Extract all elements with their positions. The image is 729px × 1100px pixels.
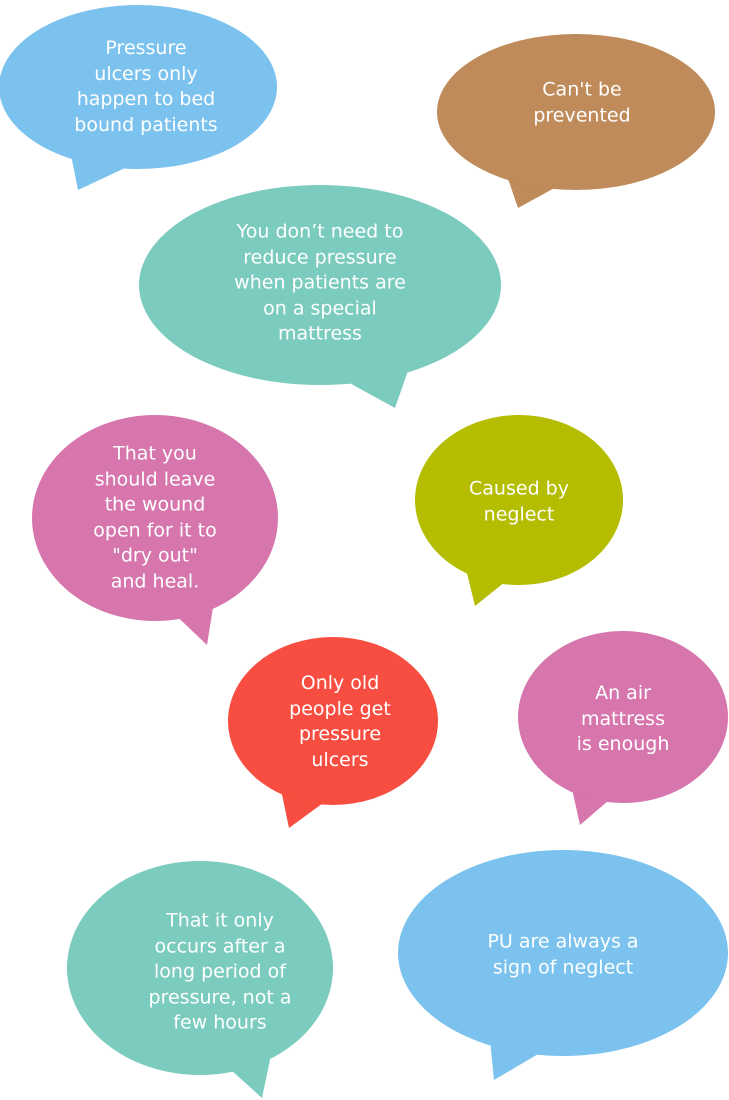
bubble-text: Caused by neglect [469,477,569,528]
bubble-text-line: Pressure [105,37,187,59]
speech-bubble [139,185,501,408]
bubble-body [67,861,333,1075]
bubble-text-line: ulcers only [94,62,198,85]
bubble-text-line: on a special [263,296,377,319]
bubble-text-line: happen to bed [76,88,216,110]
bubble-text: That you should leave the wound open for it… [93,442,216,595]
bubble-text: PU are always a sign of neglect [487,930,638,981]
bubble-text-line: That it only [166,909,274,932]
bubble-body [0,5,277,169]
bubble-text-line: bound patients [74,113,218,136]
bubble-text-line: open for it to [93,519,217,541]
speech-bubble [0,5,277,190]
bubble-text-line: neglect [483,503,555,525]
bubble-text: Can't be prevented [533,78,630,129]
bubble-text-line: pressure [298,723,382,745]
bubble-text-line: should leave [94,468,216,490]
bubble-text-line: "dry out" [112,544,198,567]
bubble-text-line: mattress [581,707,665,730]
speech-bubble [228,637,438,828]
bubble-text-line: long period of [154,960,286,983]
bubble-body [32,415,278,621]
bubble-body [228,637,438,805]
bubble-text-line: reduce pressure [243,245,397,268]
bubble-text-line: ulcers [311,748,369,771]
bubble-body [437,34,715,190]
bubble-body [518,631,728,803]
bubble-text: Pressure ulcers only happen to bed bound pa… [74,36,217,138]
bubble-text-line: Caused by [469,477,569,500]
bubble-text-line: mattress [278,322,362,345]
bubble-text-line: sign of neglect [492,956,634,978]
speech-bubble [518,631,728,825]
bubble-text-line: when patients are [234,271,406,294]
bubble-text-line: prevented [533,104,631,126]
bubble-text-line: few hours [173,1011,267,1034]
bubble-body [139,185,501,385]
bubble-text-line: and heal. [110,570,200,592]
bubble-body [415,415,623,585]
speech-bubble [32,415,278,645]
bubble-text-line: Can't be [542,78,622,101]
bubble-text-line: pressure, not a [148,985,292,1008]
speech-bubble [415,415,623,606]
speech-bubble [67,861,333,1098]
speech-bubble [398,850,728,1080]
bubble-body [398,850,728,1056]
bubble-text-line: PU are always a [487,930,639,953]
bubble-text-line: the wound [104,493,206,516]
bubble-text-line: is enough [576,732,670,755]
bubble-text-line: You don’t need to [236,220,404,243]
bubble-text-line: An air [595,681,651,704]
bubble-text-line: occurs after a [154,934,286,957]
speech-bubble [437,34,715,208]
bubble-text-line: people get [289,697,391,720]
bubble-text-line: That you [113,442,197,465]
bubble-text-line: Only old [300,672,380,694]
bubble-text: Only old people get pressure ulcers [289,671,391,773]
